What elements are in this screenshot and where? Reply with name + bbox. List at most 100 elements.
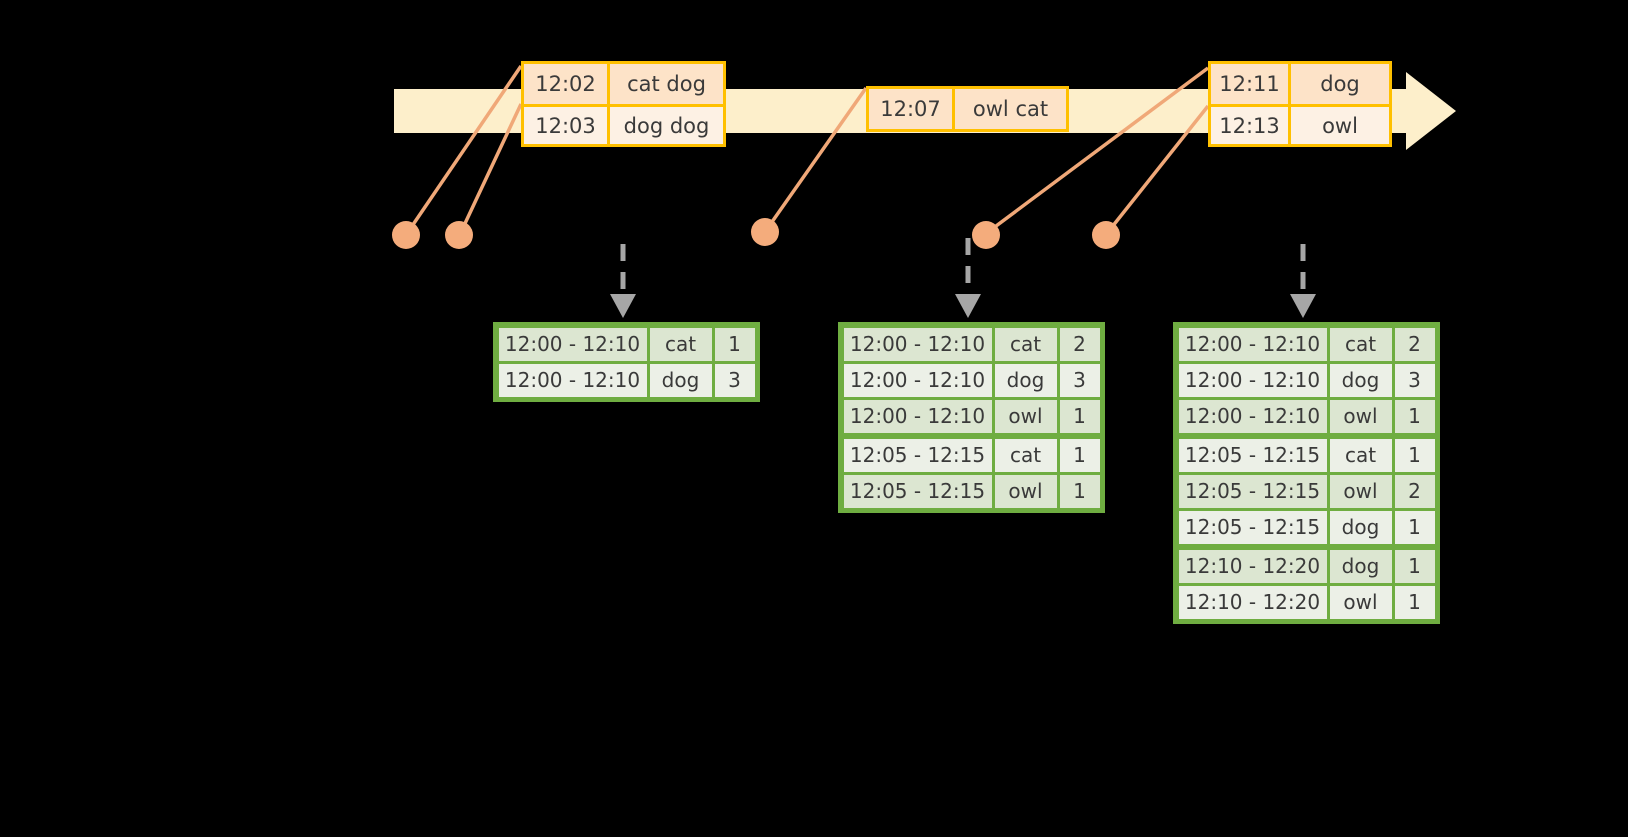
connector-dot-5	[1092, 221, 1120, 249]
cell-key: dog	[1329, 510, 1392, 544]
cell-key: dog	[994, 363, 1057, 397]
dashed-arrow-head-2	[955, 294, 981, 318]
cell-window: 12:05 - 12:15	[843, 474, 992, 508]
event-row[interactable]: 12:02 cat dog	[524, 64, 723, 104]
table-row[interactable]: 12:00 - 12:10 cat 2	[842, 326, 1101, 362]
cell-count: 1	[1394, 399, 1435, 433]
event-row[interactable]: 12:07 owl cat	[869, 89, 1066, 129]
table-group: 12:00 - 12:10 cat 2 12:00 - 12:10 dog 3 …	[1177, 326, 1436, 434]
table-row[interactable]: 12:00 - 12:10 owl 1	[842, 398, 1101, 434]
event-time: 12:03	[524, 107, 610, 144]
table-group: 12:00 - 12:10 cat 1 12:00 - 12:10 dog 3	[497, 326, 756, 398]
cell-count: 1	[1394, 438, 1435, 472]
table-row[interactable]: 12:00 - 12:10 dog 3	[497, 362, 756, 398]
event-value: cat dog	[627, 72, 706, 96]
table-row[interactable]: 12:00 - 12:10 dog 3	[842, 362, 1101, 398]
cell-window: 12:00 - 12:10	[843, 327, 992, 361]
cell-key: cat	[1329, 438, 1392, 472]
table-row[interactable]: 12:10 - 12:20 dog 1	[1177, 548, 1436, 584]
event-value: owl	[1322, 113, 1358, 138]
cell-key: owl	[1329, 474, 1392, 508]
connector-line-3	[765, 86, 868, 231]
table-row[interactable]: 12:00 - 12:10 dog 3	[1177, 362, 1436, 398]
table-row[interactable]: 12:00 - 12:10 cat 1	[497, 326, 756, 362]
event-group-2[interactable]: 12:07 owl cat	[866, 86, 1069, 132]
connector-dot-4	[972, 221, 1000, 249]
event-row[interactable]: 12:11 dog	[1211, 64, 1389, 104]
cell-window: 12:05 - 12:15	[843, 438, 992, 472]
dashed-arrow-head-3	[1290, 294, 1316, 318]
cell-count: 1	[1394, 549, 1435, 583]
connector-line-2	[459, 103, 523, 233]
table-row[interactable]: 12:05 - 12:15 owl 1	[842, 473, 1101, 509]
table-row[interactable]: 12:05 - 12:15 cat 1	[842, 437, 1101, 473]
cell-count: 2	[1394, 327, 1435, 361]
cell-key: cat	[1329, 327, 1392, 361]
table-row[interactable]: 12:05 - 12:15 dog 1	[1177, 509, 1436, 545]
cell-count: 1	[1394, 510, 1435, 544]
cell-key: dog	[649, 363, 712, 397]
cell-key: cat	[994, 438, 1057, 472]
cell-count: 1	[1059, 399, 1100, 433]
cell-key: owl	[1329, 399, 1392, 433]
cell-window: 12:05 - 12:15	[1178, 438, 1327, 472]
cell-count: 1	[1394, 585, 1435, 619]
group-separator	[842, 434, 1101, 437]
dashed-arrow-head-1	[610, 294, 636, 318]
result-table-3[interactable]: 12:00 - 12:10 cat 2 12:00 - 12:10 dog 3 …	[1173, 322, 1440, 624]
cell-count: 3	[714, 363, 755, 397]
cell-key: cat	[994, 327, 1057, 361]
cell-key: dog	[1329, 549, 1392, 583]
connector-dot-2	[445, 221, 473, 249]
cell-window: 12:00 - 12:10	[1178, 363, 1327, 397]
cell-count: 2	[1394, 474, 1435, 508]
cell-key: owl	[994, 399, 1057, 433]
event-value: dog dog	[623, 113, 710, 138]
event-time: 12:07	[869, 89, 955, 129]
table-row[interactable]: 12:05 - 12:15 cat 1	[1177, 437, 1436, 473]
cell-count: 2	[1059, 327, 1100, 361]
cell-key: owl	[1329, 585, 1392, 619]
connector-dot-1	[392, 221, 420, 249]
dashed-arrows	[610, 238, 1316, 318]
connector-dot-3	[751, 218, 779, 246]
table-row[interactable]: 12:05 - 12:15 owl 2	[1177, 473, 1436, 509]
result-table-2[interactable]: 12:00 - 12:10 cat 2 12:00 - 12:10 dog 3 …	[838, 322, 1105, 513]
event-value: dog	[1320, 72, 1360, 96]
event-time: 12:13	[1211, 107, 1291, 144]
table-group: 12:05 - 12:15 cat 1 12:05 - 12:15 owl 2 …	[1177, 437, 1436, 545]
cell-count: 3	[1059, 363, 1100, 397]
table-row[interactable]: 12:00 - 12:10 owl 1	[1177, 398, 1436, 434]
cell-window: 12:10 - 12:20	[1178, 585, 1327, 619]
event-group-1[interactable]: 12:02 cat dog 12:03 dog dog	[521, 61, 726, 147]
cell-window: 12:00 - 12:10	[843, 399, 992, 433]
table-row[interactable]: 12:00 - 12:10 cat 2	[1177, 326, 1436, 362]
cell-window: 12:10 - 12:20	[1178, 549, 1327, 583]
cell-window: 12:05 - 12:15	[1178, 510, 1327, 544]
cell-count: 1	[714, 327, 755, 361]
table-row[interactable]: 12:10 - 12:20 owl 1	[1177, 584, 1436, 620]
event-row[interactable]: 12:03 dog dog	[524, 104, 723, 144]
connector-line-5	[1106, 104, 1210, 234]
cell-count: 1	[1059, 474, 1100, 508]
event-time: 12:11	[1211, 64, 1291, 104]
connector-dots	[392, 218, 1120, 249]
event-group-3[interactable]: 12:11 dog 12:13 owl	[1208, 61, 1392, 147]
cell-window: 12:05 - 12:15	[1178, 474, 1327, 508]
cell-key: cat	[649, 327, 712, 361]
event-time: 12:02	[524, 64, 610, 104]
cell-window: 12:00 - 12:10	[498, 327, 647, 361]
event-row[interactable]: 12:13 owl	[1211, 104, 1389, 144]
cell-window: 12:00 - 12:10	[498, 363, 647, 397]
connector-line-1	[406, 65, 523, 233]
group-separator	[1177, 545, 1436, 548]
result-table-1[interactable]: 12:00 - 12:10 cat 1 12:00 - 12:10 dog 3	[493, 322, 760, 402]
cell-key: dog	[1329, 363, 1392, 397]
cell-count: 1	[1059, 438, 1100, 472]
event-value: owl cat	[972, 97, 1049, 121]
table-group: 12:10 - 12:20 dog 1 12:10 - 12:20 owl 1	[1177, 548, 1436, 620]
table-group: 12:00 - 12:10 cat 2 12:00 - 12:10 dog 3 …	[842, 326, 1101, 434]
cell-window: 12:00 - 12:10	[843, 363, 992, 397]
group-separator	[1177, 434, 1436, 437]
